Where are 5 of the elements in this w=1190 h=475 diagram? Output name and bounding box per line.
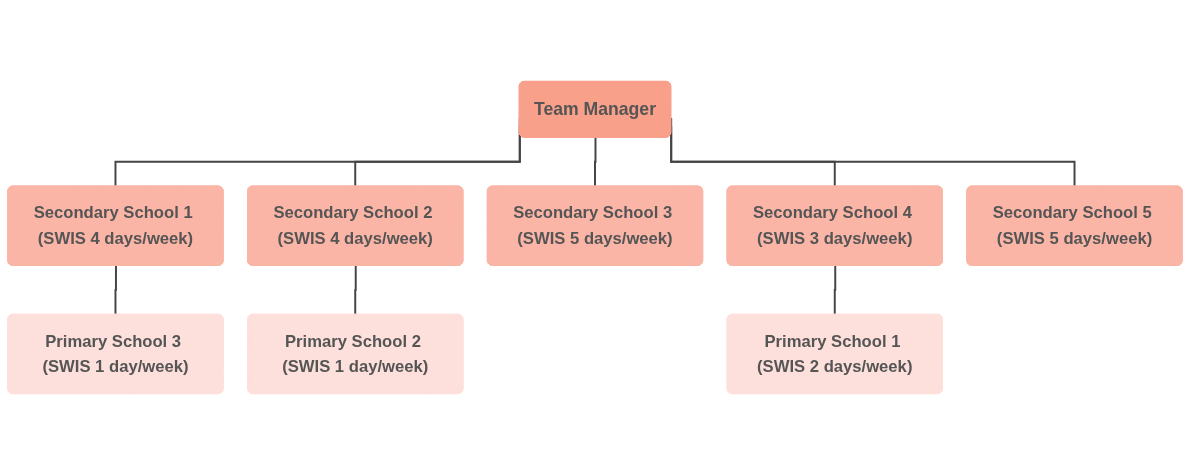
connector (354, 264, 357, 316)
connector (670, 117, 1076, 188)
connector (114, 264, 117, 316)
connector (833, 264, 837, 316)
connector (594, 136, 597, 188)
